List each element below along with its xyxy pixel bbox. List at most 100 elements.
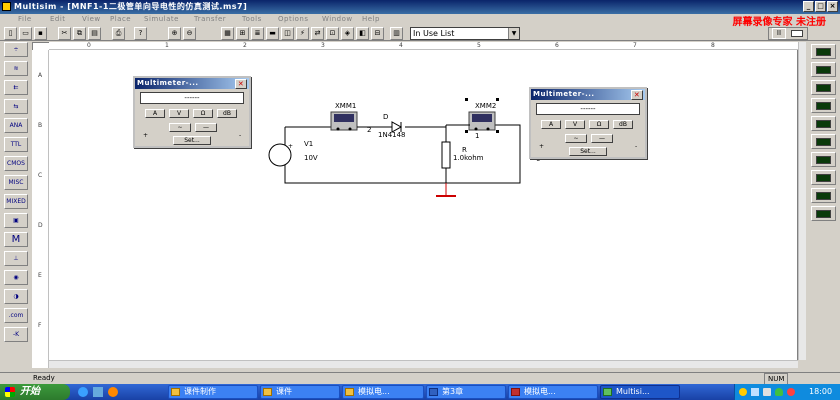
multimeter-titlebar[interactable]: Multimeter-... ✕ — [531, 89, 645, 100]
taskbar-item[interactable]: 课件 — [260, 385, 340, 399]
help-icon[interactable]: ? — [134, 27, 147, 40]
simulate-switch[interactable]: II — [768, 27, 808, 40]
analog-icon[interactable]: ANA — [4, 118, 28, 133]
bode-plotter-icon[interactable] — [811, 116, 836, 131]
set-button[interactable]: Set... — [569, 147, 607, 156]
voltmeter-button[interactable]: V — [169, 109, 189, 118]
ohmmeter-button[interactable]: Ω — [193, 109, 213, 118]
breadboard-icon[interactable]: ⊟ — [371, 27, 384, 40]
3d-icon[interactable]: ◈ — [341, 27, 354, 40]
tray-app-icon[interactable] — [739, 388, 747, 396]
misc-digital-icon[interactable]: MISC — [4, 175, 28, 190]
dc-mode-button[interactable]: — — [591, 134, 613, 143]
logic-converter-icon[interactable] — [811, 170, 836, 185]
menu-help[interactable]: Help — [362, 15, 380, 23]
minimize-button[interactable]: _ — [803, 1, 814, 12]
open-folder-icon[interactable]: ▭ — [19, 27, 32, 40]
word-generator-icon[interactable] — [811, 134, 836, 149]
multimeter-window-1[interactable]: Multimeter-... ✕ ------ A V Ω dB ∼ — + -… — [133, 76, 251, 148]
ttl-icon[interactable]: TTL — [4, 137, 28, 152]
transistors-icon[interactable]: ⇆ — [4, 99, 28, 114]
close-icon[interactable]: ✕ — [235, 79, 247, 89]
multimeter-window-2[interactable]: Multimeter-... ✕ ------ A V Ω dB ∼ — + -… — [529, 87, 647, 159]
menu-simulate[interactable]: Simulate — [144, 15, 179, 23]
database-icon[interactable]: ⊞ — [236, 27, 249, 40]
instrument-icon[interactable]: ◧ — [356, 27, 369, 40]
mixed-icon[interactable]: MIXED — [4, 194, 28, 209]
switch-lever-icon[interactable] — [791, 30, 803, 37]
print-icon[interactable]: ⎙ — [112, 27, 125, 40]
paste-icon[interactable]: ▤ — [88, 27, 101, 40]
close-icon[interactable]: ✕ — [631, 90, 643, 100]
maximize-button[interactable]: □ — [815, 1, 826, 12]
oscilloscope-icon[interactable] — [811, 98, 836, 113]
menu-place[interactable]: Place — [110, 15, 132, 23]
multimeter-titlebar[interactable]: Multimeter-... ✕ — [135, 78, 249, 89]
ohmmeter-button[interactable]: Ω — [589, 120, 609, 129]
tray-network-icon[interactable] — [751, 388, 759, 396]
transfer-icon[interactable]: ⇄ — [311, 27, 324, 40]
wattmeter-icon[interactable] — [811, 80, 836, 95]
multimeter-instrument-icon[interactable] — [811, 44, 836, 59]
misc-icon[interactable]: M — [4, 232, 28, 247]
zoom-out-icon[interactable]: ⊖ — [183, 27, 196, 40]
zoom-in-icon[interactable]: ⊕ — [168, 27, 181, 40]
grapher-icon[interactable]: ▬ — [266, 27, 279, 40]
ammeter-button[interactable]: A — [145, 109, 165, 118]
electromechanical-icon[interactable]: ◉ — [4, 270, 28, 285]
copy-icon[interactable]: ⧉ — [73, 27, 86, 40]
menu-transfer[interactable]: Transfer — [194, 15, 227, 23]
cmos-icon[interactable]: CMOS — [4, 156, 28, 171]
basic-icon[interactable]: ≋ — [4, 61, 28, 76]
quick-launch-media-icon[interactable] — [108, 387, 118, 397]
cut-icon[interactable]: ✂ — [58, 27, 71, 40]
decibel-button[interactable]: dB — [217, 109, 237, 118]
taskbar-item[interactable]: 课件制作 — [168, 385, 258, 399]
sources-icon[interactable]: ÷ — [4, 42, 28, 57]
menu-view[interactable]: View — [82, 15, 101, 23]
set-button[interactable]: Set... — [173, 136, 211, 145]
chevron-down-icon[interactable]: ▼ — [508, 28, 519, 39]
logic-analyzer-icon[interactable] — [811, 152, 836, 167]
menu-tools[interactable]: Tools — [242, 15, 262, 23]
electrical-rules-icon[interactable]: ⚡ — [296, 27, 309, 40]
distortion-analyzer-icon[interactable] — [811, 188, 836, 203]
diodes-icon[interactable]: ⇇ — [4, 80, 28, 95]
tray-shield-icon[interactable] — [775, 388, 783, 396]
menu-edit[interactable]: Edit — [50, 15, 66, 23]
pcb-icon[interactable]: ⊡ — [326, 27, 339, 40]
vertical-scrollbar[interactable] — [798, 42, 806, 360]
clock[interactable]: 18:00 — [809, 387, 833, 396]
start-button[interactable]: 开始 — [0, 384, 70, 400]
save-icon[interactable]: ▪ — [34, 27, 47, 40]
netlist-icon[interactable]: ≣ — [251, 27, 264, 40]
decibel-button[interactable]: dB — [613, 120, 633, 129]
ac-mode-button[interactable]: ∼ — [169, 123, 191, 132]
in-use-list-dropdown[interactable]: In Use List ▼ — [410, 27, 520, 40]
rf-icon[interactable]: ⊥ — [4, 251, 28, 266]
quick-launch-desktop-icon[interactable] — [93, 387, 103, 397]
taskbar-item[interactable]: 第3章 — [426, 385, 506, 399]
menu-file[interactable]: File — [18, 15, 32, 23]
voltmeter-button[interactable]: V — [565, 120, 585, 129]
ac-mode-button[interactable]: ∼ — [565, 134, 587, 143]
report-icon[interactable]: ▥ — [390, 27, 403, 40]
new-file-icon[interactable]: ▯ — [4, 27, 17, 40]
taskbar-item-active[interactable]: Multisi... — [600, 385, 680, 399]
advanced-peripherals-icon[interactable]: ◑ — [4, 289, 28, 304]
pause-button[interactable]: II — [772, 28, 786, 39]
close-button[interactable]: × — [827, 1, 838, 12]
taskbar-item[interactable]: 模拟电... — [342, 385, 424, 399]
ammeter-button[interactable]: A — [541, 120, 561, 129]
web-icon[interactable]: .com — [4, 308, 28, 323]
indicators-icon[interactable]: ▣ — [4, 213, 28, 228]
menu-options[interactable]: Options — [278, 15, 309, 23]
tray-recorder-icon[interactable] — [787, 388, 795, 396]
dc-mode-button[interactable]: — — [195, 123, 217, 132]
tray-volume-icon[interactable] — [763, 388, 771, 396]
taskbar-item[interactable]: 模拟电... — [508, 385, 598, 399]
quick-launch-ie-icon[interactable] — [78, 387, 88, 397]
spectrum-analyzer-icon[interactable] — [811, 206, 836, 221]
menu-window[interactable]: Window — [322, 15, 353, 23]
hierarchical-icon[interactable]: -K — [4, 327, 28, 342]
